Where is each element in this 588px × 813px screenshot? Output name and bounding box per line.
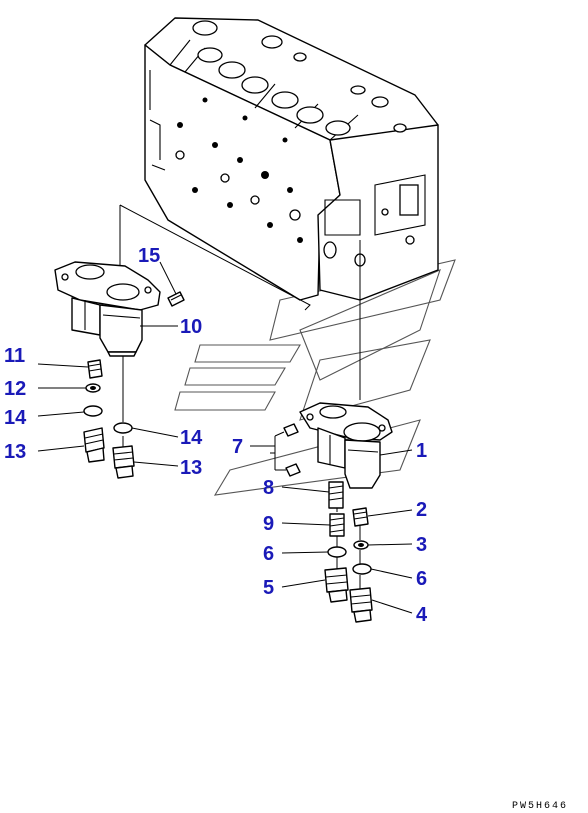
callout-13a: 13 — [4, 441, 26, 463]
callout-2: 2 — [416, 499, 427, 521]
bracket-7 — [270, 431, 286, 471]
callout-12: 12 — [4, 378, 26, 400]
callout-9: 9 — [263, 513, 274, 535]
callout-8: 8 — [263, 477, 274, 499]
plug-4 — [349, 587, 373, 623]
callout-6a: 6 — [263, 543, 274, 565]
fitting-2 — [352, 507, 369, 527]
spring-9 — [329, 513, 345, 537]
solenoid-valve-right — [299, 402, 393, 489]
solenoid-valve-left — [54, 261, 161, 357]
callout-7: 7 — [232, 436, 243, 458]
drawing-code: PW5H646 — [512, 801, 568, 812]
callout-labels: 15 10 11 12 14 13 14 13 7 1 8 2 9 3 6 6 … — [4, 245, 428, 626]
callout-13b: 13 — [180, 457, 202, 479]
washer-12-left — [85, 383, 101, 393]
spring-8 — [328, 481, 344, 509]
callout-4: 4 — [416, 604, 428, 626]
screw-7-upper — [283, 423, 299, 437]
callout-leaders — [37, 261, 413, 614]
callout-15: 15 — [138, 245, 160, 267]
washer-3 — [353, 540, 369, 550]
callout-6b: 6 — [416, 568, 427, 590]
plug-5 — [324, 567, 349, 603]
o-ring-6-left — [327, 546, 347, 558]
callout-14a: 14 — [4, 407, 27, 429]
o-ring-14-center — [113, 422, 133, 434]
callout-5: 5 — [263, 577, 274, 599]
plug-13-center — [112, 445, 135, 479]
plug-13-left — [83, 427, 105, 463]
fitting-11-left — [87, 359, 103, 379]
plug-15 — [167, 291, 185, 307]
assembly-guide-lines — [119, 204, 361, 590]
o-ring-6-right — [352, 563, 372, 575]
control-valve-body — [144, 17, 439, 301]
callout-14b: 14 — [180, 427, 203, 449]
callout-11: 11 — [4, 345, 25, 367]
callout-3: 3 — [416, 534, 427, 556]
callout-1: 1 — [416, 440, 427, 462]
o-ring-14-left — [83, 405, 103, 417]
screw-7-lower — [285, 463, 301, 477]
callout-10: 10 — [180, 316, 202, 338]
